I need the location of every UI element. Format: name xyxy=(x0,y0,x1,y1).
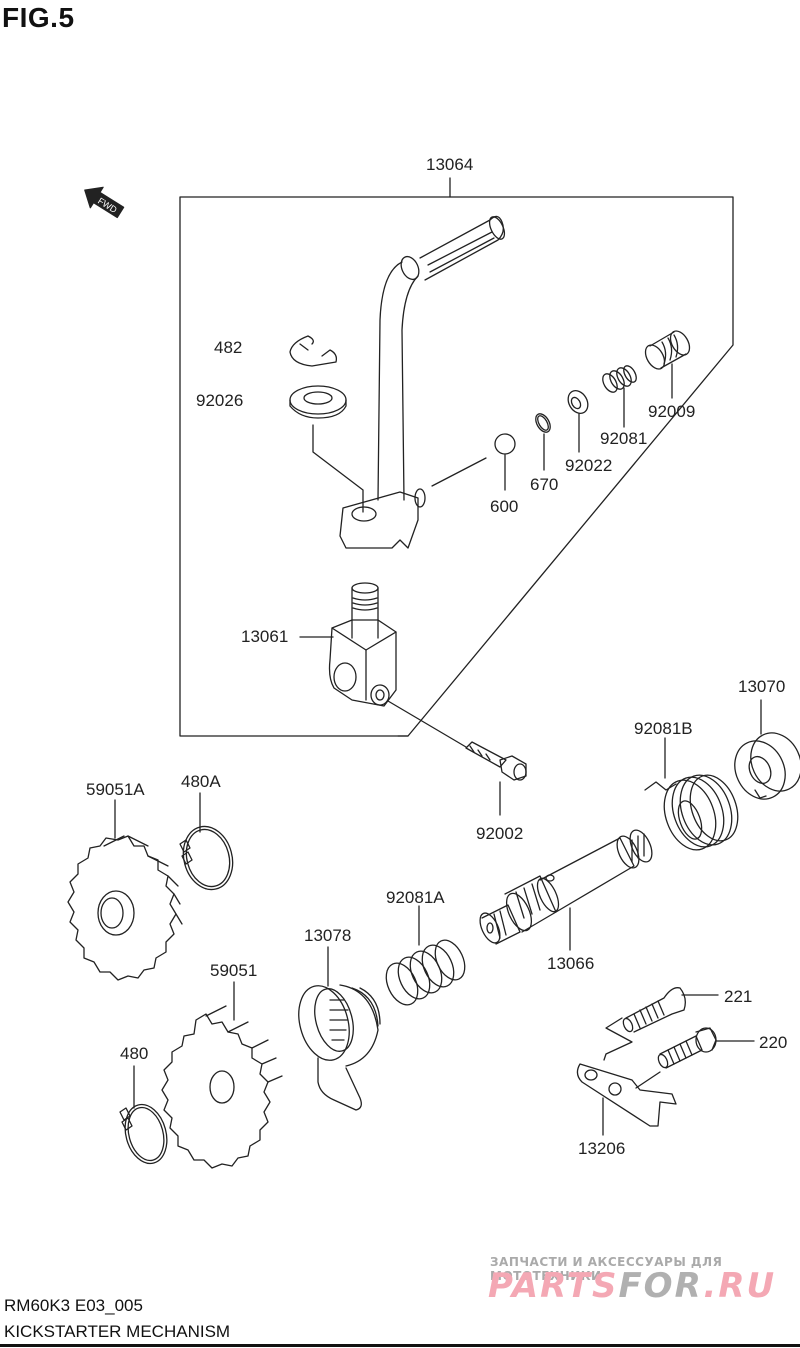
watermark-tagline: ЗАПЧАСТИ И АКСЕССУАРЫ ДЛЯ МОТОТЕХНИКИ xyxy=(490,1255,723,1283)
model-code: RM60K3 E03_005 xyxy=(4,1296,143,1315)
kick-lever-13064 xyxy=(339,215,506,549)
part-label-92026[interactable]: 92026 xyxy=(196,391,244,410)
part-label-13078[interactable]: 13078 xyxy=(304,926,352,945)
spring-92081 xyxy=(602,365,637,393)
part-label-92022[interactable]: 92022 xyxy=(565,456,613,475)
spring-92081A xyxy=(385,939,466,1006)
part-label-92081B[interactable]: 92081B xyxy=(634,719,693,738)
part-label-13070[interactable]: 13070 xyxy=(738,677,786,696)
e-ring-482 xyxy=(289,335,338,367)
part-label-92002[interactable]: 92002 xyxy=(476,824,524,843)
part-label-480[interactable]: 480 xyxy=(120,1044,149,1063)
part-label-92081A[interactable]: 92081A xyxy=(386,888,445,907)
part-label-13066[interactable]: 13066 xyxy=(547,954,595,973)
circlip-480 xyxy=(119,1103,168,1165)
assembly-bracket xyxy=(179,177,734,737)
part-label-600[interactable]: 600 xyxy=(490,497,519,516)
ratchet-13078 xyxy=(298,984,381,1111)
part-label-13206[interactable]: 13206 xyxy=(578,1139,626,1158)
part-label-59051[interactable]: 59051 xyxy=(210,961,258,980)
washer-92022 xyxy=(567,390,589,414)
figure-caption: KICKSTARTER MECHANISM xyxy=(4,1322,231,1341)
screw-221 xyxy=(622,987,686,1033)
watermark-logo[interactable]: PARTSFOR.RU xyxy=(488,1266,776,1306)
washer-92026 xyxy=(289,385,347,419)
ball-600 xyxy=(494,433,516,455)
bolt-220 xyxy=(657,1027,717,1069)
kick-shaft-13066 xyxy=(479,829,653,945)
part-label-480A[interactable]: 480A xyxy=(181,772,221,791)
bolt-92002 xyxy=(465,741,527,781)
part-label-59051A[interactable]: 59051A xyxy=(86,780,145,799)
return-spring-92081B xyxy=(644,774,739,851)
watermark-logo-ru: .RU xyxy=(703,1266,777,1306)
kick-gear-59051 xyxy=(161,1005,283,1169)
part-label-482[interactable]: 482 xyxy=(214,338,243,357)
part-label-13061[interactable]: 13061 xyxy=(241,627,289,646)
watermark-logo-for: FOR xyxy=(618,1266,704,1306)
figure-title: FIG.5 xyxy=(2,2,75,33)
idle-gear-59051A xyxy=(67,835,183,981)
spring-guide-13070 xyxy=(734,732,800,800)
rubber-92009 xyxy=(644,330,691,370)
bottom-divider xyxy=(0,1344,800,1347)
kick-joint-13061 xyxy=(328,582,397,707)
part-label-221[interactable]: 221 xyxy=(724,987,753,1006)
o-ring-670 xyxy=(535,413,551,433)
watermark-logo-parts: PARTS xyxy=(488,1266,619,1306)
fwd-arrow-icon: FWD xyxy=(84,186,125,219)
ratchet-guide-13206 xyxy=(576,1017,677,1127)
part-label-13064[interactable]: 13064 xyxy=(426,155,474,174)
circlip-480A xyxy=(179,825,234,891)
part-label-92081[interactable]: 92081 xyxy=(600,429,648,448)
part-label-670[interactable]: 670 xyxy=(530,475,559,494)
part-label-220[interactable]: 220 xyxy=(759,1033,788,1052)
part-label-92009[interactable]: 92009 xyxy=(648,402,696,421)
